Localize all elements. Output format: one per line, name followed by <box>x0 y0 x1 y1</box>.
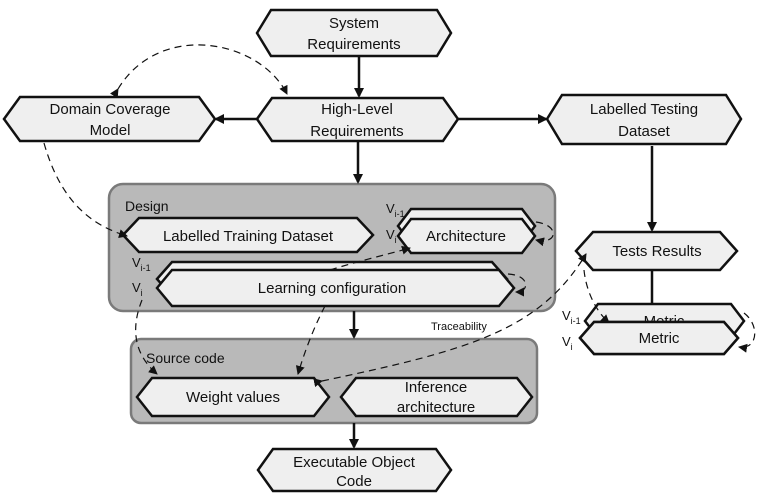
tests-results-label: Tests Results <box>612 243 701 260</box>
executable-object-code-label-2: Code <box>336 473 372 490</box>
system-requirements-node <box>255 8 453 58</box>
version-sub-cur: i <box>141 288 143 298</box>
version-sub-cur: i <box>571 342 573 352</box>
labelled-testing-dataset-node <box>545 93 743 146</box>
weight-values-node <box>135 376 331 418</box>
version-v: V <box>386 227 395 242</box>
dashed-architecture-self-loop <box>535 221 554 247</box>
version-sub-prev: i-1 <box>141 263 151 273</box>
labelled-testing-dataset-label-2: Dataset <box>618 123 671 140</box>
traceability-label: Traceability <box>431 321 487 333</box>
domain-coverage-model-node <box>2 95 217 143</box>
dashed-domain-to-high-level <box>109 44 288 99</box>
domain-coverage-model-label: Domain Coverage <box>50 101 171 118</box>
executable-object-code-node <box>256 447 453 493</box>
executable-object-code-label: Executable Object <box>293 454 416 471</box>
architecture-label: Architecture <box>426 228 506 245</box>
tests-results-node <box>574 230 739 272</box>
learning-configuration-label: Learning configuration <box>258 280 406 297</box>
version-v: V <box>132 255 141 270</box>
dashed-traceability <box>313 253 587 388</box>
learning-version-cur: Vi <box>132 280 143 298</box>
high-level-requirements-label-2: Requirements <box>310 123 403 140</box>
metric-label: Metric <box>639 330 680 347</box>
labelled-testing-dataset-label: Labelled Testing <box>590 101 698 118</box>
version-v: V <box>386 201 395 216</box>
domain-coverage-model-label-2: Model <box>90 122 131 139</box>
dashed-versions-to-weights <box>135 299 158 375</box>
architecture-version-prev: Vi-1 <box>386 201 405 219</box>
metric-node-overlay <box>578 320 740 356</box>
architecture-version-cur: Vi <box>386 227 397 245</box>
system-requirements-label: System <box>329 15 379 32</box>
version-v: V <box>562 334 571 349</box>
inference-architecture-label: Inference <box>405 379 468 396</box>
version-v: V <box>562 308 571 323</box>
source-code-group-label: Source code <box>146 350 225 366</box>
high-level-requirements-label: High-Level <box>321 101 393 118</box>
inference-architecture-label-2: architecture <box>397 399 475 416</box>
dashed-metric-self-loop <box>738 312 756 353</box>
version-sub-prev: i-1 <box>395 209 405 219</box>
system-requirements-label-2: Requirements <box>307 36 400 53</box>
version-sub-cur: i <box>395 235 397 245</box>
labelled-training-dataset-label: Labelled Training Dataset <box>163 228 334 245</box>
labelled-training-dataset-node <box>121 216 375 254</box>
version-sub-prev: i-1 <box>571 316 581 326</box>
learning-version-prev: Vi-1 <box>132 255 151 273</box>
design-group-label: Design <box>125 198 169 214</box>
architecture-node <box>396 217 537 255</box>
weight-values-label: Weight values <box>186 389 280 406</box>
version-v: V <box>132 280 141 295</box>
dashed-domain-to-training-dataset <box>43 142 128 239</box>
metric-version-prev: Vi-1 <box>562 308 581 326</box>
metric-version-cur: Vi <box>562 334 573 352</box>
dashed-tests-to-metric <box>583 269 610 324</box>
